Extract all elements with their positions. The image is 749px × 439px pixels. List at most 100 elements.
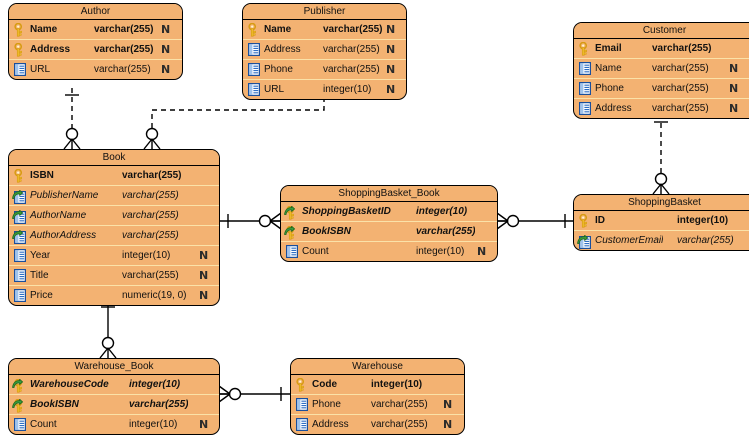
nullable-badge: N — [729, 82, 739, 95]
column-name: WarehouseCode — [30, 379, 109, 390]
column-name: AuthorName — [30, 210, 87, 221]
column-type: varchar(255) — [371, 399, 428, 410]
key-icon — [247, 22, 261, 37]
foreign-key-arrow-icon — [12, 229, 27, 244]
nullable-badge: N — [161, 23, 171, 36]
nullable-badge: N — [161, 63, 171, 76]
key-icon — [578, 213, 592, 228]
column-name: Count — [302, 246, 329, 257]
entity-title: Book — [9, 150, 219, 166]
column-type: varchar(255) — [652, 43, 712, 54]
nullable-badge: N — [477, 245, 487, 258]
column-icon — [248, 63, 260, 76]
nullable-badge: N — [386, 23, 396, 36]
column-type: integer(10) — [371, 379, 423, 390]
column-type: integer(10) — [129, 419, 178, 430]
column-name: ShoppingBasketID — [302, 206, 391, 217]
entity-title: Author — [9, 4, 182, 20]
column-name: BookISBN — [30, 399, 79, 410]
entity-title: Publisher — [243, 4, 406, 20]
column-type: numeric(19, 0) — [122, 290, 187, 301]
column-name: Name — [30, 24, 58, 35]
column-row[interactable]: Name varchar(255)N — [243, 20, 406, 40]
column-icon — [14, 418, 26, 431]
column-name: Address — [30, 44, 71, 55]
column-name: Name — [264, 24, 292, 35]
column-name: Code — [312, 379, 337, 390]
foreign-key-arrow-icon — [12, 189, 27, 204]
column-row[interactable]: Code integer(10) — [291, 375, 464, 395]
relationship-warehouse-warehousebook — [218, 385, 290, 403]
column-icon — [579, 82, 591, 95]
column-name: PublisherName — [30, 190, 99, 201]
column-icon — [14, 63, 26, 76]
column-name: URL — [264, 84, 285, 95]
column-icon — [248, 83, 260, 96]
column-icon — [14, 249, 26, 262]
column-type: varchar(255) — [122, 170, 182, 181]
column-type: varchar(255) — [371, 419, 428, 430]
column-type: varchar(255) — [677, 235, 734, 246]
entity-title: Customer — [574, 23, 749, 39]
column-type: varchar(255) — [122, 230, 179, 241]
column-type: varchar(255) — [323, 24, 383, 35]
key-icon — [13, 168, 27, 183]
column-type: integer(10) — [323, 84, 372, 95]
column-row[interactable]: Address varchar(255) N — [9, 40, 182, 60]
column-name: Count — [30, 419, 57, 430]
column-type: varchar(255) — [94, 44, 154, 55]
key-icon — [578, 41, 592, 56]
column-type: varchar(255) — [416, 226, 476, 237]
column-row[interactable]: AuthorName varchar(255) — [9, 206, 219, 226]
relationship-book-shoppingbasketbook — [220, 212, 282, 230]
nullable-badge: N — [161, 43, 171, 56]
foreign-key-arrow-icon — [577, 234, 592, 249]
entity-title: Warehouse_Book — [9, 359, 219, 375]
key-icon — [295, 377, 309, 392]
column-icon — [296, 418, 308, 431]
column-name: Address — [312, 419, 349, 430]
column-icon — [248, 43, 260, 56]
nullable-badge: N — [443, 398, 453, 411]
column-name: Address — [595, 103, 632, 114]
column-type: varchar(255) — [122, 210, 179, 221]
